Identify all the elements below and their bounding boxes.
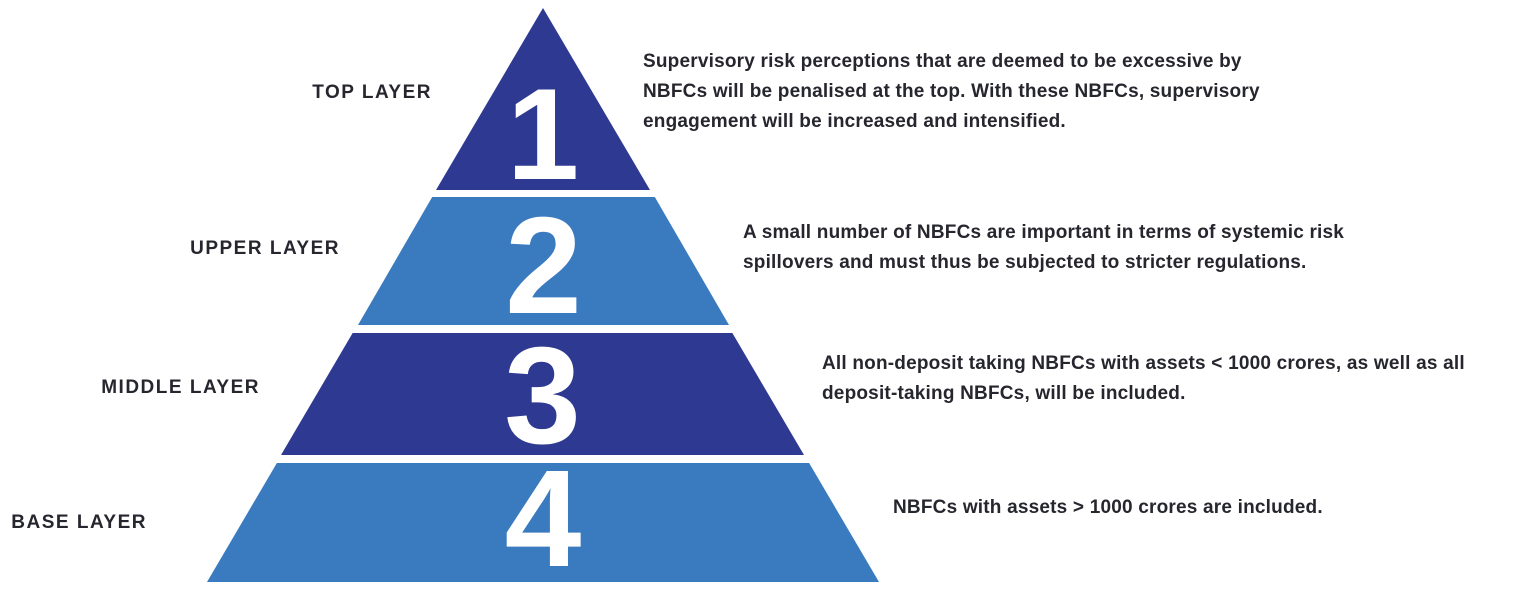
layer-number-2: 2 (505, 189, 582, 344)
layer-description-middle: All non-deposit taking NBFCs with assets… (822, 353, 1465, 404)
pyramid-layer-2-upper: 2 (358, 197, 729, 325)
pyramid-layer-3-middle: 3 (281, 333, 804, 455)
layer-description-upper: A small number of NBFCs are important in… (743, 222, 1345, 273)
layer-label-middle: MIDDLE LAYER (101, 377, 260, 398)
pyramid-layer-1-top: 1 (436, 8, 650, 190)
pyramid-layer-4-base: 4 (207, 463, 879, 582)
layer-label-base: BASE LAYER (11, 512, 147, 533)
layer-number-3: 3 (504, 319, 581, 474)
layer-description-base: NBFCs with assets > 1000 crores are incl… (893, 497, 1323, 518)
layer-number-4: 4 (504, 442, 582, 596)
layer-description-top: Supervisory risk perceptions that are de… (643, 51, 1260, 132)
layer-label-upper: UPPER LAYER (190, 238, 340, 259)
nbfc-scale-based-regulation-pyramid: TOP LAYER UPPER LAYER MIDDLE LAYER BASE … (11, 8, 1465, 582)
layer-label-top: TOP LAYER (312, 82, 432, 103)
layer-number-1: 1 (506, 60, 580, 207)
